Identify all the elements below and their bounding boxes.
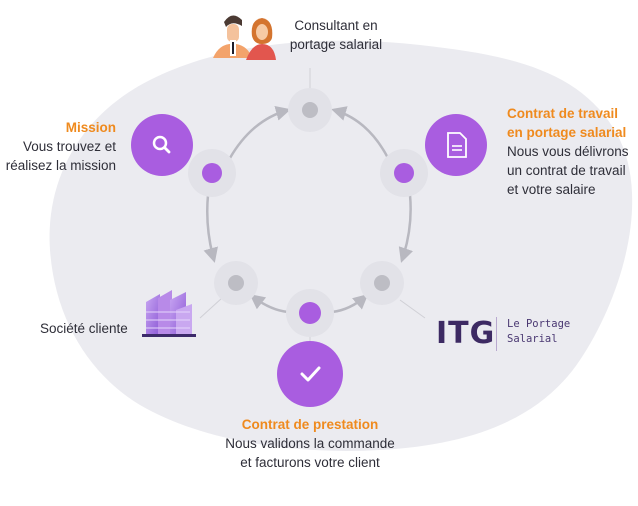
contrat-travail-title-line1: Contrat de travail [507,106,619,121]
mission-title: Mission [65,120,116,135]
arrow-contrat-to-top [331,106,390,159]
arrow-mission-to-top [228,105,291,159]
building-icon [142,290,196,337]
node-right [360,261,404,305]
node-left [214,261,258,305]
mission-badge [131,114,193,176]
contrat-travail-desc-line1: Nous vous délivrons [507,144,629,159]
contrat-travail-badge [425,114,487,176]
contrat-travail-title-line2: en portage salarial [507,125,627,140]
itg-tagline-line2: Salarial [507,333,558,345]
arrow-bottom-to-left [249,294,289,314]
mission-desc-line1: Vous trouvez et [22,139,116,154]
connector-societe [199,297,223,319]
node-mission [188,149,236,197]
prestation-badge [277,341,343,407]
background-blob [49,40,633,451]
societe-cliente-label: Société cliente [40,321,128,336]
arrow-bottom-to-right [331,294,369,314]
itg-divider [496,317,497,351]
document-icon [447,132,467,158]
people-icon [213,15,276,60]
itg-tagline-line1: Le Portage [507,318,571,330]
contrat-travail-block: Contrat de travail en portage salarial N… [507,104,638,199]
checkmark-icon [300,366,321,382]
consultant-label: Consultant en portage salarial [270,16,402,54]
node-contrat-travail [380,149,428,197]
arrow-mission-to-left [203,194,218,263]
contrat-travail-desc-line2: un contrat de travail [507,163,626,178]
contrat-prestation-desc-line1: Nous validons la commande [225,436,395,451]
consultant-label-line2: portage salarial [289,37,383,52]
node-top [288,88,332,132]
connector-brand [399,299,426,319]
consultant-label-line1: Consultant en [294,18,378,33]
itg-logo: ITG [436,316,496,351]
contrat-prestation-title: Contrat de prestation [241,417,379,432]
contrat-prestation-desc-line2: et facturons votre client [240,455,380,470]
contrat-travail-desc-line3: et votre salaire [507,182,596,197]
arrow-contrat-to-right [398,194,413,263]
node-prestation [286,289,334,337]
mission-block: Mission Vous trouvez et réalisez la miss… [0,118,116,175]
search-icon [152,135,171,154]
mission-desc-line2: réalisez la mission [5,158,116,173]
itg-tagline: Le Portage Salarial [507,317,570,347]
contrat-prestation-block: Contrat de prestation Nous validons la c… [190,415,430,472]
